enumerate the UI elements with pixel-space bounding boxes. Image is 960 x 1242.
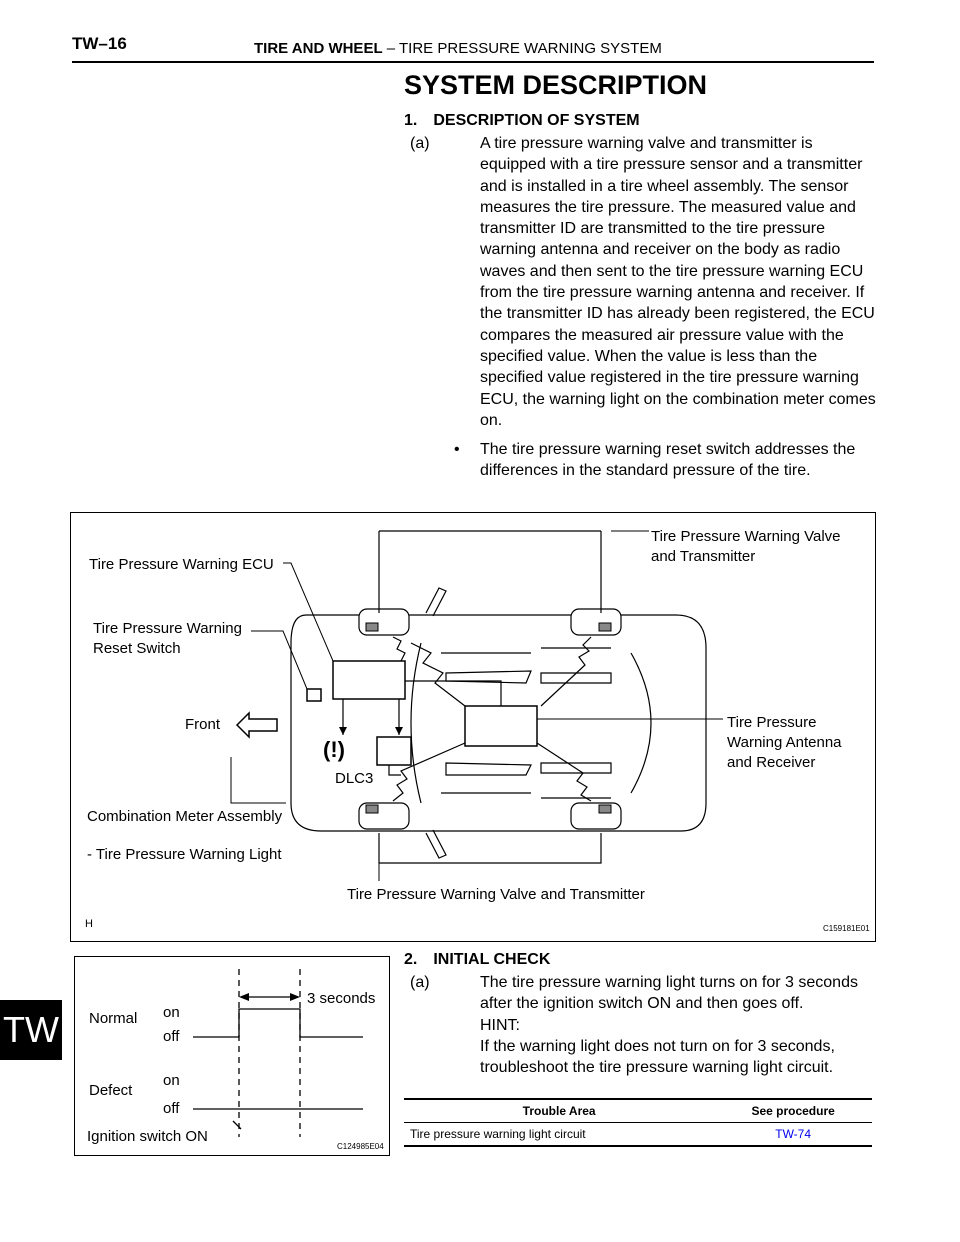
section-2-paragraph-a: (a) The tire pressure warning light turn… bbox=[410, 972, 888, 1078]
label-valve-top-1: Tire Pressure Warning Valve bbox=[651, 528, 841, 545]
hint-text: If the warning light does not turn on fo… bbox=[480, 1037, 835, 1077]
label-valve-top-2: and Transmitter bbox=[651, 548, 755, 565]
label-normal-off: off bbox=[163, 1028, 180, 1045]
label-defect: Defect bbox=[89, 1082, 133, 1099]
table-cell: Tire pressure warning light circuit bbox=[404, 1122, 715, 1147]
label-antenna-1: Tire Pressure bbox=[727, 714, 816, 731]
label-antenna-3: and Receiver bbox=[727, 754, 815, 771]
section-1-bullet: • The tire pressure warning reset switch… bbox=[454, 439, 856, 482]
item-text: A tire pressure warning valve and transm… bbox=[480, 135, 876, 429]
label-normal: Normal bbox=[89, 1010, 137, 1027]
timing-chart-drawing: 3 seconds Normal on off Defect on off Ig… bbox=[87, 969, 384, 1151]
column-header: Trouble Area bbox=[404, 1098, 715, 1123]
section-title: TIRE AND WHEEL bbox=[254, 40, 383, 57]
label-dlc3: DLC3 bbox=[335, 770, 373, 787]
figure-corner-mark: H bbox=[85, 918, 93, 930]
timing-chart: 3 seconds Normal on off Defect on off Ig… bbox=[74, 956, 390, 1156]
table-header-row: Trouble Area See procedure bbox=[404, 1098, 872, 1123]
label-warning-light: - Tire Pressure Warning Light bbox=[87, 846, 282, 863]
label-front: Front bbox=[185, 716, 221, 733]
header-divider bbox=[72, 61, 874, 63]
label-normal-on: on bbox=[163, 1004, 180, 1021]
section-2-heading: 2. INITIAL CHECK bbox=[404, 951, 551, 968]
side-tab: TW bbox=[0, 1000, 62, 1060]
warning-light-icon: (!) bbox=[323, 737, 345, 762]
bullet-text: The tire pressure warning reset switch a… bbox=[480, 441, 856, 480]
column-header: See procedure bbox=[714, 1098, 872, 1123]
label-3-seconds: 3 seconds bbox=[307, 990, 375, 1007]
figure-code: C124985E04 bbox=[337, 1142, 384, 1151]
label-valve-bottom: Tire Pressure Warning Valve and Transmit… bbox=[347, 886, 645, 903]
label-ignition-switch-on: Ignition switch ON bbox=[87, 1128, 208, 1145]
bullet-mark: • bbox=[454, 441, 460, 458]
procedure-link[interactable]: TW-74 bbox=[714, 1122, 872, 1147]
figure-code: C159181E01 bbox=[823, 924, 870, 933]
system-diagram-drawing: (!) Tire Pressure Warning ECU Tire Press… bbox=[85, 528, 870, 933]
table-row: Tire pressure warning light circuit TW-7… bbox=[404, 1122, 872, 1147]
label-reset-switch-1: Tire Pressure Warning bbox=[93, 620, 242, 637]
section-1-paragraph-a: (a) A tire pressure warning valve and tr… bbox=[410, 133, 880, 431]
system-diagram: (!) Tire Pressure Warning ECU Tire Press… bbox=[70, 512, 876, 942]
label-defect-on: on bbox=[163, 1072, 180, 1089]
label-combination-meter: Combination Meter Assembly bbox=[87, 808, 283, 825]
page-id: TW–16 bbox=[72, 34, 127, 53]
label-ecu: Tire Pressure Warning ECU bbox=[89, 556, 274, 573]
label-reset-switch-2: Reset Switch bbox=[93, 640, 181, 657]
item-text: The tire pressure warning light turns on… bbox=[480, 974, 858, 1013]
trouble-table: Trouble Area See procedure Tire pressure… bbox=[404, 1098, 872, 1147]
item-label: (a) bbox=[410, 974, 430, 991]
subsection-title: – TIRE PRESSURE WARNING SYSTEM bbox=[386, 40, 662, 57]
section-1-heading: 1. DESCRIPTION OF SYSTEM bbox=[404, 112, 640, 129]
item-label: (a) bbox=[410, 135, 430, 152]
label-defect-off: off bbox=[163, 1100, 180, 1117]
page-title: SYSTEM DESCRIPTION bbox=[404, 70, 708, 100]
running-header: TIRE AND WHEEL – TIRE PRESSURE WARNING S… bbox=[254, 40, 662, 57]
hint-label: HINT: bbox=[480, 1016, 520, 1034]
label-antenna-2: Warning Antenna bbox=[727, 734, 842, 751]
